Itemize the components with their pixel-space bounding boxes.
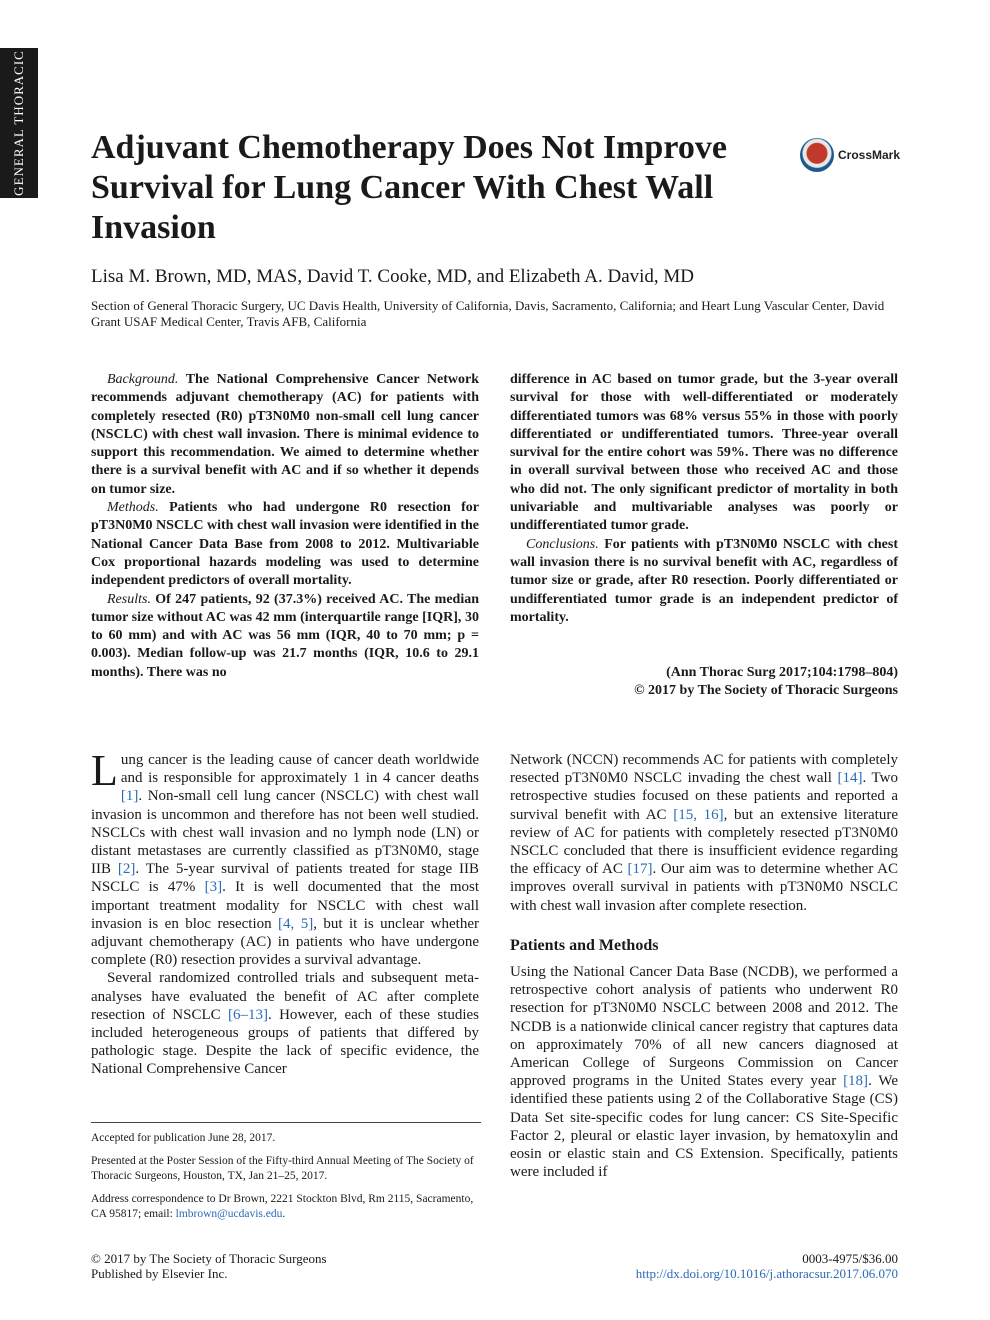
abstract-methods: Methods. Patients who had undergone R0 r… [91, 499, 479, 590]
footnote-address-text: Address correspondence to Dr Brown, 2221… [91, 1193, 474, 1220]
footnote-presented: Presented at the Poster Session of the F… [91, 1155, 474, 1182]
abstract-methods-label: Methods. [107, 500, 159, 516]
footnote-accepted: Accepted for publication June 28, 2017. [91, 1132, 276, 1144]
abstract-results-continued: difference in AC based on tumor grade, b… [510, 372, 898, 534]
abstract-background: Background. The National Comprehensive C… [91, 371, 479, 499]
body-text: , but an extensive literature review of … [510, 806, 898, 878]
email-link[interactable]: lmbrown@ucdavis.edu [175, 1208, 283, 1220]
author-list: Lisa M. Brown, MD, MAS, David T. Cooke, … [91, 266, 695, 287]
abstract-results-text: Of 247 patients, 92 (37.3%) received AC.… [91, 591, 479, 680]
body-right-column: Network (NCCN) recommends AC for patient… [510, 751, 898, 1181]
journal-citation: (Ann Thorac Surg 2017;104:1798–804) [666, 665, 898, 680]
reference-link[interactable]: [1] [120, 788, 139, 805]
abstract-methods-text: Patients who had undergone R0 resection … [91, 500, 479, 589]
footer-copyright: © 2017 by The Society of Thoracic Surgeo… [91, 1251, 327, 1266]
reference-link[interactable]: [6–13] [228, 1006, 268, 1023]
footer-issn: 0003-4975/$36.00 [802, 1251, 898, 1266]
affiliation: Section of General Thoracic Surgery, UC … [91, 298, 885, 329]
body-paragraph-3: Network (NCCN) recommends AC for patient… [510, 751, 898, 915]
body-text: , but it is unclear whether adjuvant che… [91, 915, 479, 969]
abstract-left-column: Background. The National Comprehensive C… [91, 371, 479, 682]
abstract-conclusions-label: Conclusions. [526, 536, 599, 552]
abstract-results-label: Results. [107, 591, 151, 607]
footnote-address-end: . [282, 1208, 286, 1220]
reference-link[interactable]: [3] [204, 879, 223, 896]
body-text: . Non-small cell lung cancer (NSCLC) wit… [91, 788, 479, 878]
section-heading: Patients and Methods [510, 936, 659, 954]
reference-link[interactable]: [4, 5] [278, 915, 314, 932]
body-text: . We identified these patients using 2 o… [510, 1073, 899, 1181]
crossmark-button[interactable]: CrossMark [800, 138, 900, 172]
body-text: ung cancer is the leading cause of cance… [120, 752, 479, 787]
section-tab-label: GENERAL THORACIC [11, 50, 27, 196]
article-title: Adjuvant Chemotherapy Does Not Improve S… [91, 129, 727, 246]
footnotes: Accepted for publication June 28, 2017. … [91, 1122, 481, 1230]
abstract-conclusions: Conclusions. For patients with pT3N0M0 N… [510, 536, 898, 627]
body-text: Network (NCCN) recommends AC for patient… [510, 752, 898, 787]
abstract-background-text: The National Comprehensive Cancer Networ… [91, 372, 479, 497]
section-tab: GENERAL THORACIC [0, 48, 38, 198]
reference-link[interactable]: [17] [627, 861, 653, 878]
reference-link[interactable]: [14] [837, 770, 863, 787]
body-text: . However, each of these studies include… [91, 1006, 480, 1078]
reference-link[interactable]: [2] [117, 861, 136, 878]
reference-link[interactable]: [15, 16] [673, 806, 724, 823]
body-text: . The 5-year survival of patients treate… [91, 861, 479, 896]
body-text: . Two retrospective studies focused on t… [510, 770, 898, 823]
footer-right: 0003-4975/$36.00 http://dx.doi.org/10.10… [560, 1251, 898, 1281]
footer-left: © 2017 by The Society of Thoracic Surgeo… [91, 1251, 327, 1281]
citation-block: (Ann Thorac Surg 2017;104:1798–804) © 20… [510, 664, 898, 701]
body-paragraph-2: Several randomized controlled trials and… [91, 969, 479, 1078]
crossmark-label: CrossMark [838, 148, 901, 162]
body-text: . Our aim was to determine whether AC im… [510, 861, 898, 914]
abstract-results: Results. Of 247 patients, 92 (37.3%) rec… [91, 591, 479, 682]
crossmark-icon [800, 138, 834, 172]
doi-link[interactable]: http://dx.doi.org/10.1016/j.athoracsur.2… [635, 1266, 898, 1281]
body-text: . It is well documented that the most im… [91, 879, 479, 932]
abstract-conclusions-text: For patients with pT3N0M0 NSCLC with che… [510, 536, 898, 625]
footer-publisher: Published by Elsevier Inc. [91, 1266, 228, 1281]
body-paragraph-4: Using the National Cancer Data Base (NCD… [510, 963, 898, 1181]
footnote-address: Address correspondence to Dr Brown, 2221… [91, 1192, 481, 1222]
body-text: Several randomized controlled trials and… [91, 970, 479, 1023]
abstract-background-label: Background. [107, 372, 179, 387]
copyright-line: © 2017 by The Society of Thoracic Surgeo… [634, 683, 898, 699]
body-text: Using the National Cancer Data Base (NCD… [510, 964, 898, 1090]
drop-cap: L [91, 746, 118, 795]
abstract-right-column: difference in AC based on tumor grade, b… [510, 371, 898, 627]
reference-link[interactable]: [18] [843, 1073, 869, 1090]
